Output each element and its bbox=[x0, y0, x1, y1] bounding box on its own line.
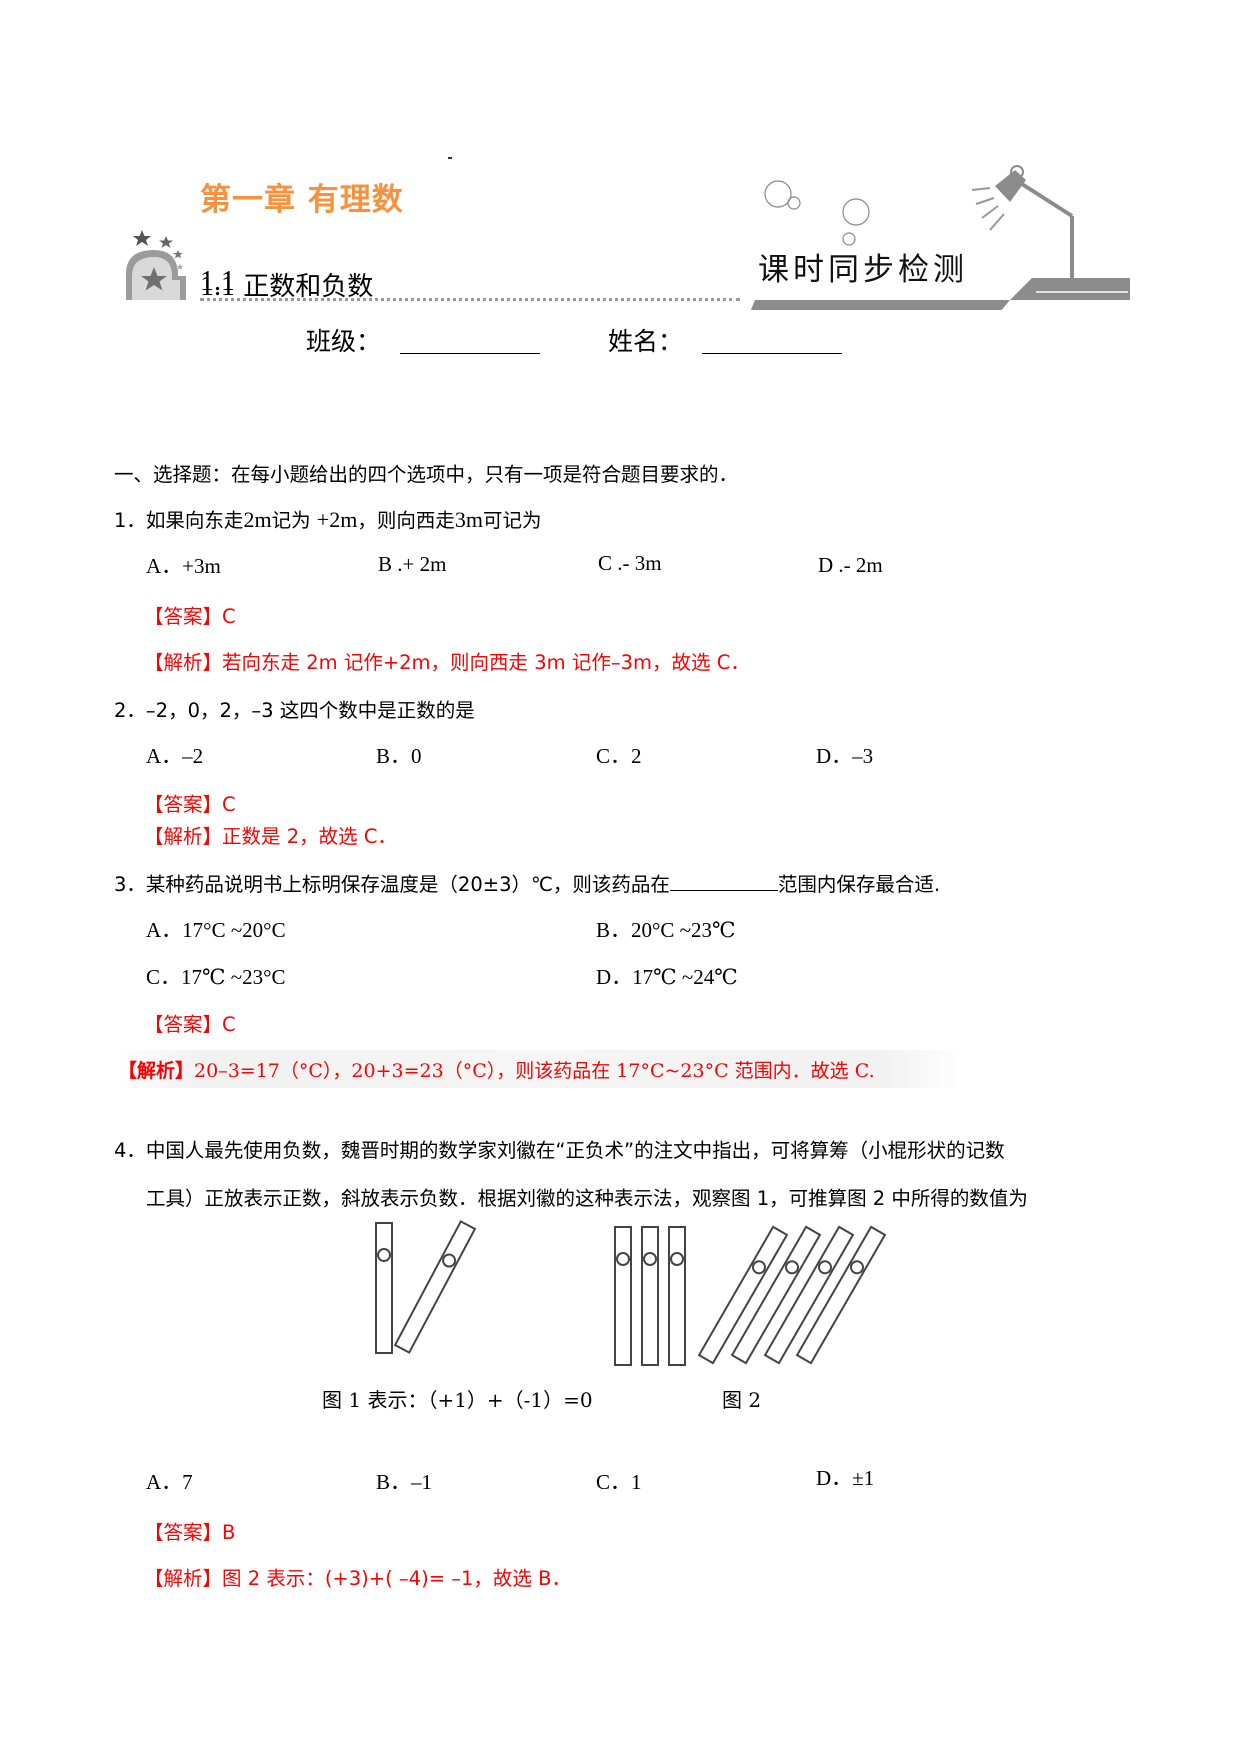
fill-in-blank[interactable] bbox=[669, 872, 778, 891]
counting-rods-figure bbox=[375, 1220, 887, 1366]
watermark-strip bbox=[118, 1050, 963, 1088]
question-3-stem: 3．某种药品说明书上标明保存温度是（20±3）℃，则该药品在范围内保存最合适. bbox=[114, 872, 941, 896]
chapter-title: 第一章 有理数 bbox=[200, 182, 404, 218]
question-4-stem-line1: 4．中国人最先使用负数，魏晋时期的数学家刘徽在“正负术”的注文中指出，可将算筹（… bbox=[114, 1139, 1005, 1162]
question-4-stem-line2: 工具）正放表示正数，斜放表示负数．根据刘徽的这种表示法，观察图 1，可推算图 2… bbox=[146, 1187, 1028, 1210]
section-number: 1.1 bbox=[200, 266, 235, 297]
class-input-line[interactable] bbox=[400, 353, 540, 354]
figure-2-caption: 图 2 bbox=[722, 1388, 762, 1412]
question-3-option-a[interactable]: A．17°C ~20°C bbox=[146, 918, 286, 942]
question-4-answer: 【答案】B bbox=[144, 1521, 236, 1544]
question-2-option-d[interactable]: D．–3 bbox=[816, 744, 874, 768]
star-badge-icon bbox=[126, 230, 186, 300]
question-4-option-c[interactable]: C．1 bbox=[596, 1470, 642, 1494]
question-3-option-c[interactable]: C．17℃ ~23°C bbox=[146, 965, 286, 989]
question-2-analysis: 【解析】正数是 2，故选 C． bbox=[144, 825, 397, 848]
question-3-answer: 【答案】C bbox=[144, 1013, 236, 1036]
question-3-analysis: 【解析】20–3=17（°C），20+3=23（°C），则该药品在 17°C~2… bbox=[118, 1060, 875, 1082]
question-2-answer: 【答案】C bbox=[144, 793, 236, 816]
question-1-answer: 【答案】C bbox=[144, 605, 236, 628]
desk-lamp-illustration bbox=[750, 165, 1130, 310]
question-2-option-a[interactable]: A．–2 bbox=[146, 744, 204, 768]
dotted-underline bbox=[200, 298, 740, 301]
figure-1-caption: 图 1 表示：（+1）+（-1）=0 bbox=[322, 1388, 593, 1412]
question-1-option-a[interactable]: A．+3m bbox=[146, 554, 221, 578]
question-1-stem: 1．如果向东走2m记为 +2m，则向西走3m可记为 bbox=[114, 507, 542, 532]
question-2-option-c[interactable]: C．2 bbox=[596, 744, 642, 768]
banner-title: 课时同步检测 bbox=[758, 252, 968, 288]
question-1-analysis: 【解析】若向东走 2m 记作+2m，则向西走 3m 记作–3m，故选 C． bbox=[144, 651, 750, 674]
question-2-stem: 2．–2，0，2，–3 这四个数中是正数的是 bbox=[114, 699, 475, 722]
question-1-option-c[interactable]: C .- 3m bbox=[598, 551, 662, 575]
question-4-analysis: 【解析】图 2 表示：(+3)+( –4)= –1，故选 B． bbox=[144, 1567, 571, 1590]
name-input-line[interactable] bbox=[702, 353, 842, 354]
question-4-option-a[interactable]: A．7 bbox=[146, 1470, 193, 1494]
question-1-option-b[interactable]: B .+ 2m bbox=[378, 552, 447, 576]
question-3-option-b[interactable]: B．20°C ~23℃ bbox=[596, 918, 736, 942]
question-2-option-b[interactable]: B．0 bbox=[376, 744, 422, 768]
question-4-option-d[interactable]: D．±1 bbox=[816, 1466, 875, 1490]
question-3-option-d[interactable]: D．17℃ ~24℃ bbox=[596, 965, 738, 989]
question-4-option-b[interactable]: B．–1 bbox=[376, 1470, 433, 1494]
question-1-option-d[interactable]: D .- 2m bbox=[818, 553, 883, 577]
stray-mark bbox=[448, 157, 452, 159]
name-label: 姓名： bbox=[608, 327, 684, 356]
section-heading: 一、选择题：在每小题给出的四个选项中，只有一项是符合题目要求的． bbox=[114, 463, 739, 486]
section-title: 1.1 bbox=[200, 266, 235, 298]
class-label: 班级： bbox=[306, 327, 382, 356]
section-title-label: 1.1 正数和负数 bbox=[200, 271, 374, 302]
